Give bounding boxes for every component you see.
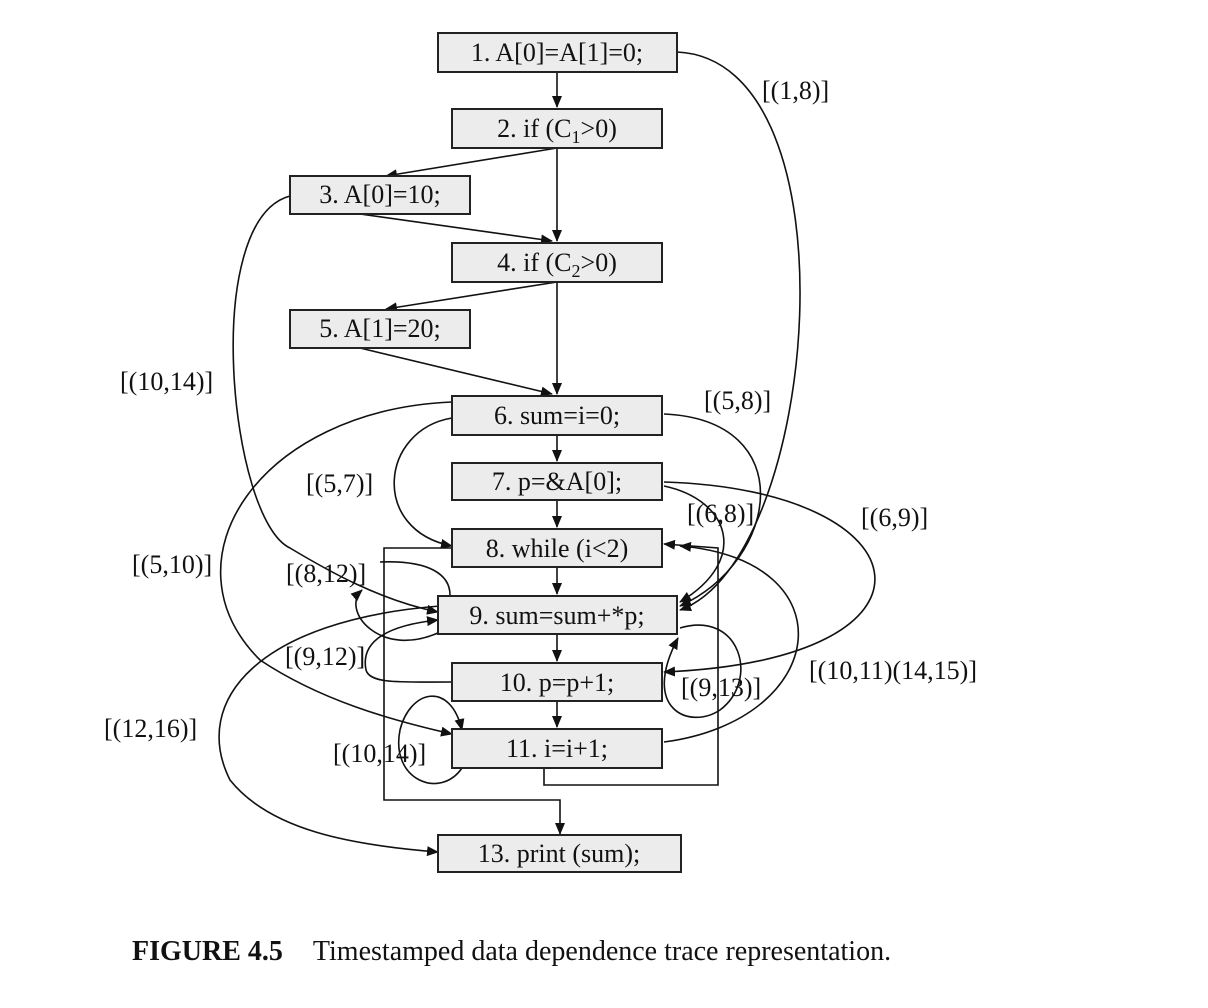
edge-label-3-9: [(10,14)] — [120, 367, 213, 396]
node-2-label-post: >0) — [581, 114, 617, 143]
edge-11-self — [397, 695, 465, 785]
figure-number: FIGURE 4.5 — [132, 936, 283, 967]
edge-3-to-9 — [232, 195, 439, 615]
node-6-label: 6. sum=i=0; — [494, 401, 620, 430]
figure-caption-text: Timestamped data dependence trace repres… — [312, 936, 892, 967]
edge-label-6-9: [(5,8)] — [704, 386, 771, 415]
edge-9-to-13 — [218, 605, 441, 857]
node-13-label: 13. print (sum); — [478, 839, 641, 868]
node-1: 1. A[0]=A[1]=0; — [437, 32, 678, 73]
node-1-label: 1. A[0]=A[1]=0; — [471, 38, 643, 67]
node-11: 11. i=i+1; — [451, 728, 663, 769]
node-4-label-sub: 2 — [572, 261, 581, 281]
edge-6-to-11 — [219, 401, 453, 737]
node-5: 5. A[1]=20; — [289, 309, 471, 349]
svg-text:2. if (C1>0): 2. if (C1>0) — [497, 114, 617, 147]
edge-10-self — [663, 624, 742, 719]
edge-label-11-8: [(10,11)(14,15)] — [809, 656, 977, 685]
edge-6-to-9 — [663, 413, 762, 607]
edge-10-to-9 — [364, 616, 453, 683]
node-2-label-pre: 2. if (C — [497, 114, 571, 143]
node-4: 4. if (C2>0) — [451, 242, 663, 283]
edge-label-9-13: [(12,16)] — [104, 714, 197, 743]
edge-label-7-9: [(6,8)] — [687, 499, 754, 528]
node-10: 10. p=p+1; — [451, 662, 663, 702]
control-flow-edges — [359, 72, 562, 728]
node-5-label: 5. A[1]=20; — [319, 314, 441, 343]
figure-caption: FIGURE 4.5 Timestamped data dependence tr… — [132, 936, 891, 968]
node-7: 7. p=&A[0]; — [451, 462, 663, 501]
edge-labels: [(1,8)] [(10,14)] [(5,8)] [(5,7)] [(6,8)… — [104, 76, 977, 768]
node-10-label: 10. p=p+1; — [500, 668, 615, 697]
loop-frame — [383, 539, 719, 835]
edge-6-to-8 — [393, 417, 453, 549]
node-9-label: 9. sum=sum+*p; — [469, 601, 644, 630]
node-3-label: 3. A[0]=10; — [319, 180, 441, 209]
node-2-label-sub: 1 — [572, 127, 581, 147]
node-4-label-pre: 4. if (C — [497, 248, 571, 277]
node-2: 2. if (C1>0) — [451, 108, 663, 149]
edge-7-to-9 — [663, 485, 725, 603]
svg-text:4. if (C2>0): 4. if (C2>0) — [497, 248, 617, 281]
edge-label-9-self: [(8,12)] — [286, 559, 366, 588]
node-3: 3. A[0]=10; — [289, 175, 471, 215]
edge-label-1-9: [(1,8)] — [762, 76, 829, 105]
edge-label-10-9: [(9,12)] — [285, 642, 365, 671]
node-7-label: 7. p=&A[0]; — [492, 467, 622, 496]
edge-label-7-10: [(6,9)] — [861, 503, 928, 532]
node-8-label: 8. while (i<2) — [486, 534, 628, 563]
edge-9-self — [356, 561, 451, 642]
edge-7-to-10 — [663, 481, 876, 677]
edge-label-10-self: [(9,13)] — [681, 673, 761, 702]
node-4-label-post: >0) — [581, 248, 617, 277]
edge-label-6-11: [(5,10)] — [132, 550, 212, 579]
edge-11-to-8 — [663, 541, 800, 743]
edge-label-6-8: [(5,7)] — [306, 469, 373, 498]
node-13: 13. print (sum); — [437, 834, 682, 873]
node-6: 6. sum=i=0; — [451, 395, 663, 436]
node-9: 9. sum=sum+*p; — [437, 595, 678, 635]
edge-label-11-self: [(10,14)] — [333, 739, 426, 768]
node-8: 8. while (i<2) — [451, 528, 663, 568]
node-11-label: 11. i=i+1; — [506, 734, 608, 763]
data-dependence-edges — [218, 51, 876, 857]
